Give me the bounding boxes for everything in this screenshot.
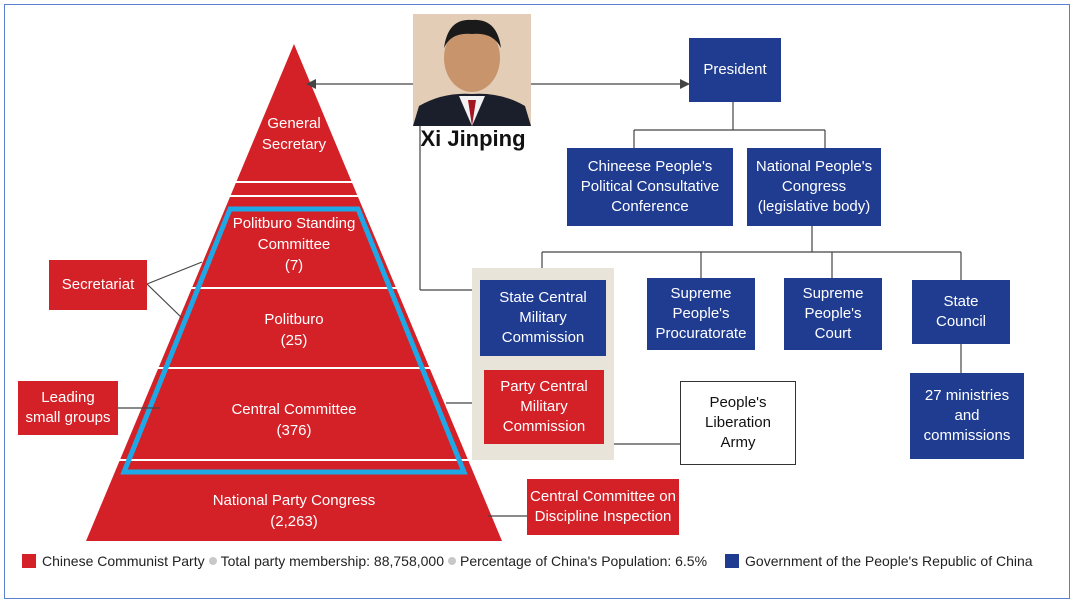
legend: Chinese Communist Party Total party membe… <box>22 552 1074 572</box>
legend-swatch-party <box>22 554 36 569</box>
leadership-highlight <box>120 206 468 475</box>
state-cmc-box: State Central Military Commission <box>480 280 606 356</box>
legend-membership: Total party membership: 88,758,000 <box>220 553 444 570</box>
legend-percentage: Percentage of China's Population: 6.5% <box>459 553 708 570</box>
npc-box: National People's Congress (legislative … <box>747 148 881 226</box>
legend-government: Government of the People's Republic of C… <box>745 553 1033 570</box>
leading-small-groups-box: Leading small groups <box>18 381 118 435</box>
procuratorate-box: Supreme People's Procuratorate <box>647 278 755 350</box>
portrait-image <box>413 14 531 126</box>
legend-separator-dot <box>208 557 217 566</box>
discipline-inspection-box: Central Committee on Discipline Inspecti… <box>527 479 679 535</box>
tier-general-secretary: General Secretary <box>261 115 327 153</box>
legend-separator-dot <box>447 557 456 566</box>
leader-photo <box>413 14 531 126</box>
secretariat-box: Secretariat <box>49 260 147 310</box>
tier-politburo: Politburo (25) <box>264 311 324 349</box>
party-pyramid <box>86 44 502 541</box>
tier-national-party-congress: National Party Congress (2,263) <box>212 492 376 530</box>
legend-swatch-government <box>725 554 740 569</box>
president-box: President <box>689 38 781 102</box>
state-council-box: State Council <box>912 280 1010 344</box>
leader-name: Xi Jinping <box>420 126 526 151</box>
supreme-court-box: Supreme People's Court <box>784 278 882 350</box>
pla-box: People's Liberation Army <box>680 381 796 465</box>
cppcc-box: Chineese People's Political Consultative… <box>567 148 733 226</box>
party-cmc-box: Party Central Military Commission <box>484 370 604 444</box>
tier-standing-committee: Politburo Standing Committee (7) <box>232 215 356 274</box>
legend-party: Chinese Communist Party <box>42 553 205 570</box>
tier-central-committee: Central Committee (376) <box>231 401 357 439</box>
diagram-frame <box>4 4 1070 599</box>
ministries-box: 27 ministries and commissions <box>910 373 1024 459</box>
